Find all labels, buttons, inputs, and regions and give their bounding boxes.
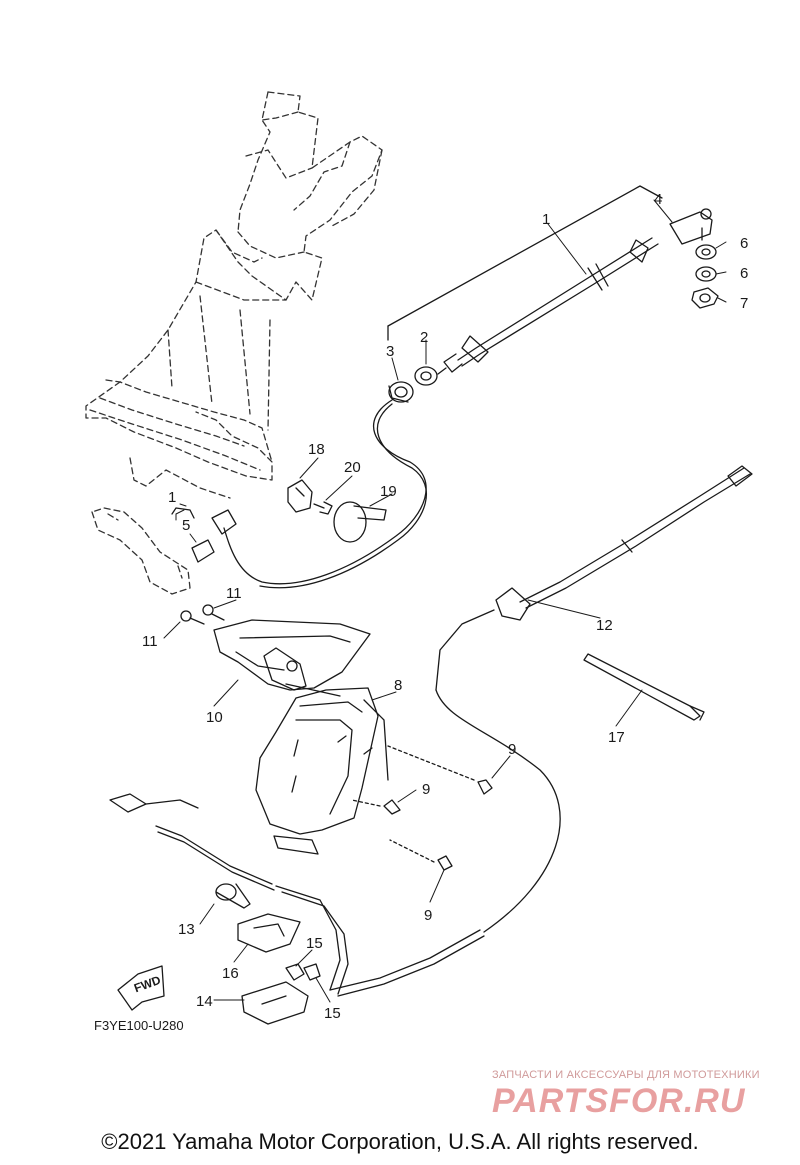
callout: 1 bbox=[168, 489, 176, 506]
bushing-13 bbox=[215, 883, 251, 909]
holder-16 bbox=[237, 913, 301, 953]
fitting-5 bbox=[171, 507, 237, 563]
callout: 7 bbox=[740, 295, 748, 312]
nut-15a bbox=[285, 963, 305, 981]
drawing-code: F3YE100-U280 bbox=[94, 1018, 184, 1033]
callout: 14 bbox=[196, 993, 213, 1010]
callout: 11 bbox=[226, 585, 242, 602]
callout: 1 bbox=[542, 211, 550, 228]
callout: 16 bbox=[222, 965, 239, 982]
callout: 13 bbox=[178, 921, 195, 938]
steering-column-frame bbox=[85, 91, 383, 595]
callout: 4 bbox=[654, 191, 662, 208]
washer-6b bbox=[695, 266, 717, 282]
callout-labels: 1 2 3 4 5 6 6 7 8 9 9 9 10 11 11 12 13 1… bbox=[94, 191, 748, 1033]
callout: 9 bbox=[508, 741, 516, 758]
washer-2 bbox=[414, 366, 438, 386]
cable-tie-17 bbox=[583, 653, 705, 721]
callout: 20 bbox=[344, 459, 361, 476]
callout: 18 bbox=[308, 441, 325, 458]
bolt-9c bbox=[389, 839, 453, 871]
screw-20 bbox=[313, 501, 333, 515]
clip-18 bbox=[287, 479, 313, 513]
nut-15b bbox=[303, 963, 321, 981]
callout: 8 bbox=[394, 677, 402, 694]
nut-3 bbox=[388, 381, 414, 403]
leader-lines bbox=[163, 199, 727, 1003]
bracket-14 bbox=[241, 981, 309, 1025]
screw-11a bbox=[180, 610, 205, 625]
fwd-arrow-icon bbox=[117, 965, 165, 1011]
callout: 11 bbox=[142, 633, 158, 650]
callout: 15 bbox=[324, 1005, 341, 1022]
linkage-rod bbox=[109, 793, 485, 997]
copyright-text: ©2021 Yamaha Motor Corporation, U.S.A. A… bbox=[101, 1129, 699, 1154]
callout: 9 bbox=[422, 781, 430, 798]
watermark-logo: PARTSFOR.RU bbox=[492, 1082, 746, 1120]
callout: 15 bbox=[306, 935, 323, 952]
bolt-9a bbox=[387, 745, 493, 795]
callout: 2 bbox=[420, 329, 428, 346]
band-19 bbox=[333, 501, 387, 543]
nut-7 bbox=[691, 287, 719, 309]
lever-bracket-10 bbox=[213, 619, 371, 697]
callout: 10 bbox=[206, 709, 223, 726]
cable-12 bbox=[435, 465, 753, 933]
callout: 9 bbox=[424, 907, 432, 924]
bolt-9b bbox=[351, 799, 401, 815]
callout: 19 bbox=[380, 483, 397, 500]
screw-11b bbox=[202, 604, 225, 621]
callout: 12 bbox=[596, 617, 613, 634]
callout: 6 bbox=[740, 235, 748, 252]
cable-assembly-1 bbox=[387, 185, 663, 375]
ball-joint-4 bbox=[669, 208, 713, 245]
callout: 6 bbox=[740, 265, 748, 282]
callout: 5 bbox=[182, 517, 190, 534]
washer-6a bbox=[695, 244, 717, 260]
callout: 3 bbox=[386, 343, 394, 360]
watermark-subtitle: ЗАПЧАСТИ И АКСЕССУАРЫ ДЛЯ МОТОТЕХНИКИ bbox=[492, 1069, 760, 1081]
bracket-8 bbox=[255, 687, 389, 855]
callout: 17 bbox=[608, 729, 625, 746]
